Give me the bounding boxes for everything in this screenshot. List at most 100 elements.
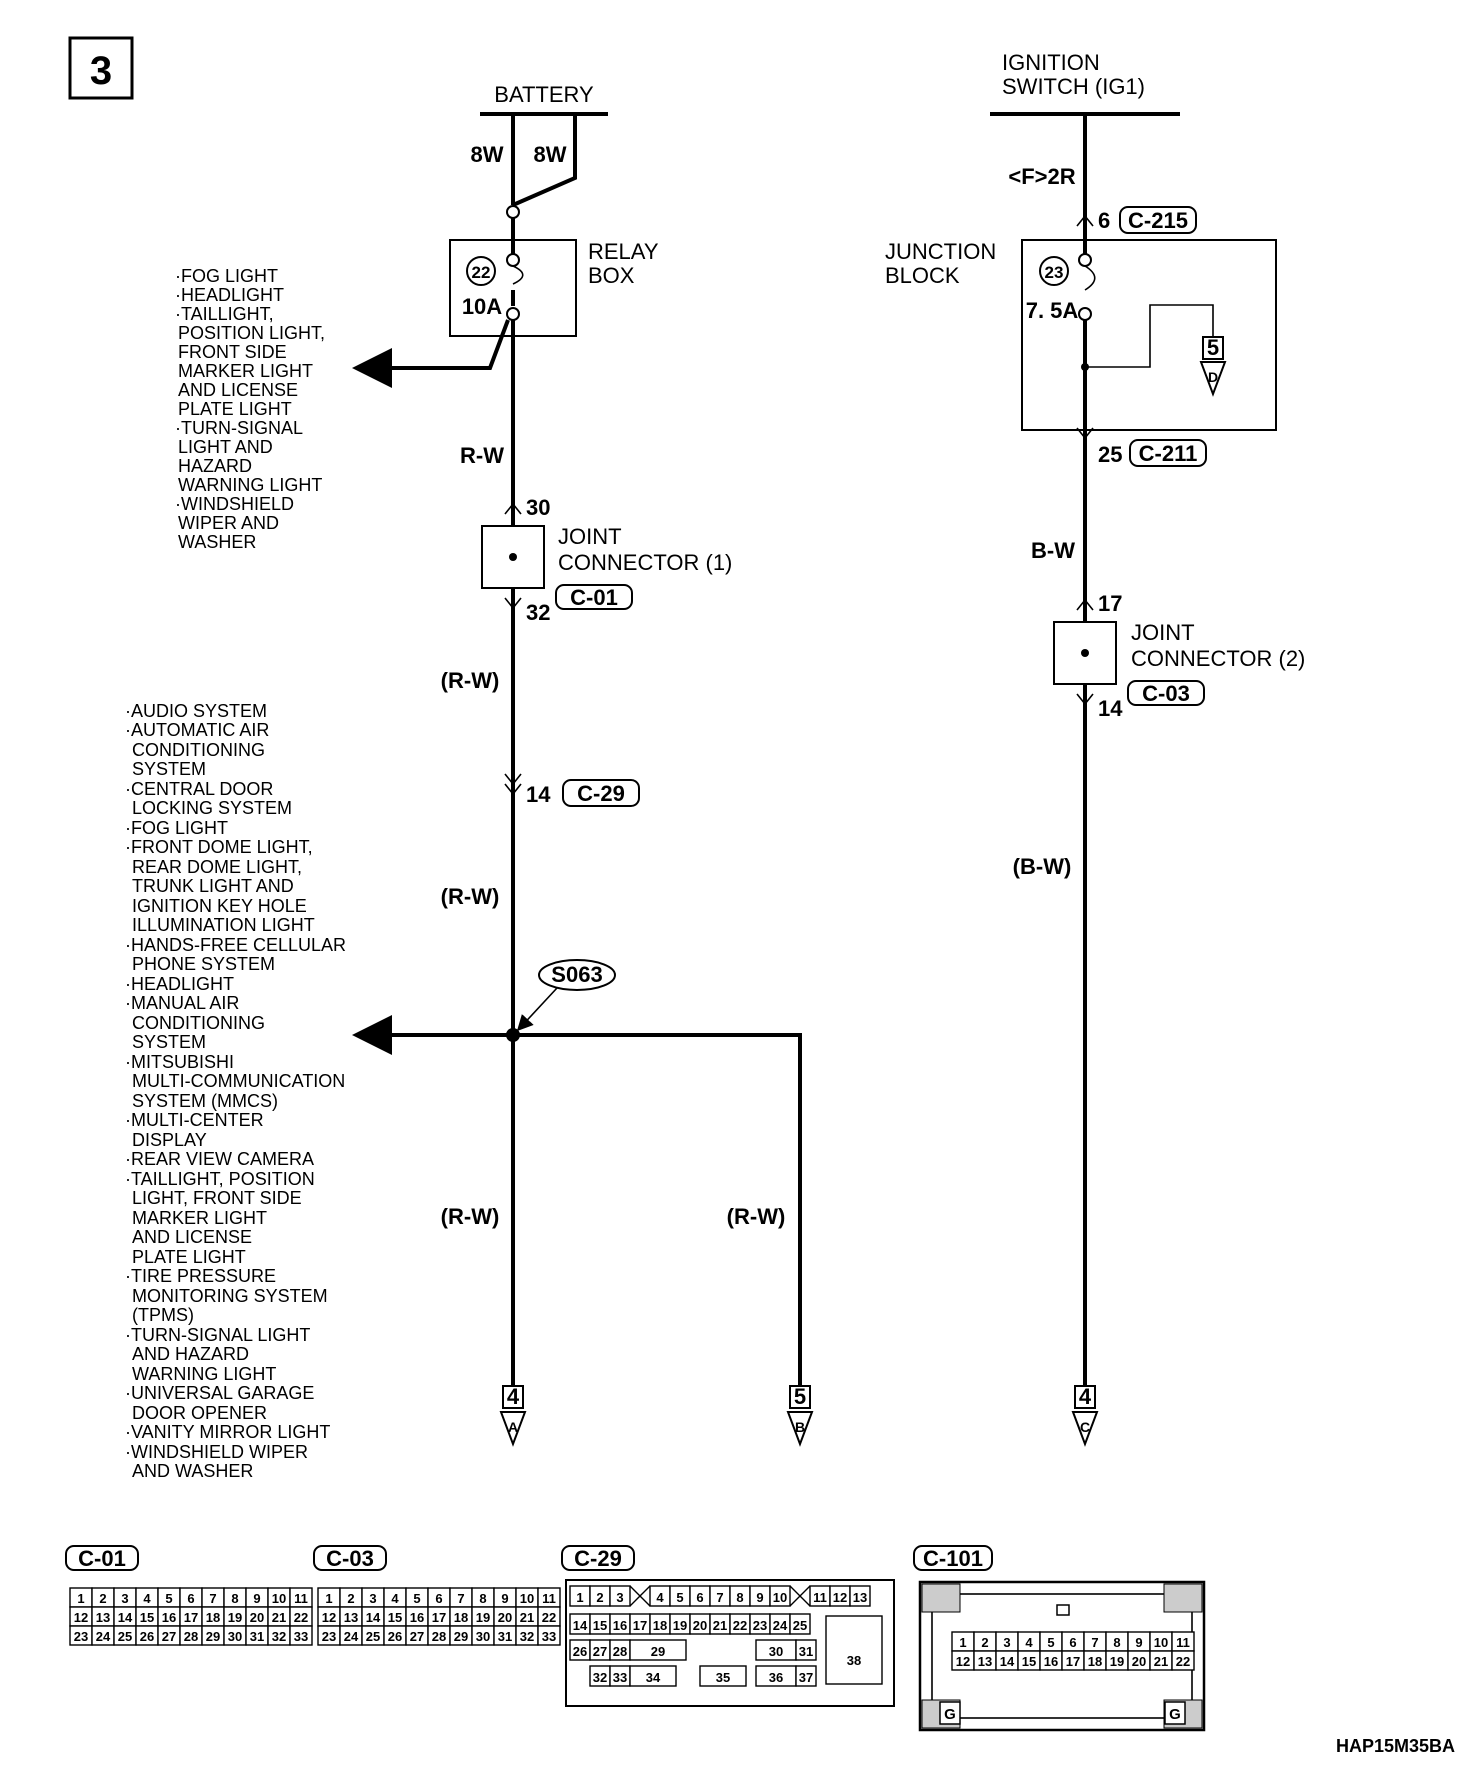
c29-pin-label: 35 bbox=[716, 1670, 730, 1685]
c101-ground-mark: G bbox=[944, 1706, 956, 1723]
splice-branch-item: ·MITSUBISHI bbox=[125, 1052, 234, 1072]
c01-pin-label: 7 bbox=[209, 1591, 216, 1606]
c211-chevron bbox=[1076, 427, 1094, 440]
page-number-box: 3 bbox=[68, 36, 134, 100]
c29-pin-label: 23 bbox=[753, 1618, 767, 1633]
splice-branch-item: ILLUMINATION LIGHT bbox=[132, 915, 315, 935]
jc2-pin-out-chevron bbox=[1076, 693, 1094, 706]
splice-branch-item: ·TIRE PRESSURE bbox=[125, 1266, 276, 1286]
splice-branch-item: WARNING LIGHT bbox=[132, 1364, 276, 1384]
relay-box-label-2: BOX bbox=[588, 263, 635, 288]
c03-pin-label: 11 bbox=[542, 1591, 556, 1606]
jc1-pin-in-chevron bbox=[504, 502, 522, 515]
splice-branch-item: MULTI-COMMUNICATION bbox=[132, 1071, 345, 1091]
jc2-label-1: JOINT bbox=[1131, 620, 1195, 645]
c29-pin-label: 21 bbox=[713, 1618, 727, 1633]
splice-branch-item: DOOR OPENER bbox=[132, 1403, 267, 1423]
c03-pin-label: 27 bbox=[410, 1629, 424, 1644]
c101-pin-label: 11 bbox=[1176, 1635, 1190, 1650]
c01-view-code-box bbox=[65, 1545, 139, 1571]
c29-pin-label: 29 bbox=[651, 1644, 665, 1659]
c215-code-box bbox=[1119, 206, 1197, 234]
jc1-label-1: JOINT bbox=[558, 524, 622, 549]
c211-code: C-211 bbox=[1139, 441, 1198, 466]
c29-pin-label: 26 bbox=[573, 1644, 587, 1659]
c03-pin-label: 26 bbox=[388, 1629, 402, 1644]
ignition-switch-label-1: IGNITION bbox=[1002, 50, 1100, 75]
c29-pin-cell bbox=[629, 1639, 687, 1661]
terminal-c-page: 4 bbox=[1079, 1384, 1092, 1409]
c211-code-box bbox=[1129, 439, 1207, 467]
jc1-dot bbox=[509, 553, 517, 561]
jb-fuse-contact-bottom bbox=[1078, 307, 1092, 321]
c29-pin-label: 30 bbox=[769, 1644, 783, 1659]
c03-pin-label: 16 bbox=[410, 1610, 424, 1625]
c01-pin-label: 24 bbox=[96, 1629, 111, 1644]
relay-fuse-contact-bottom bbox=[506, 307, 520, 321]
ignition-switch-label-2: SWITCH (IG1) bbox=[1002, 74, 1145, 99]
c101-pin-label: 20 bbox=[1132, 1654, 1146, 1669]
c101-pin-label: 21 bbox=[1154, 1654, 1168, 1669]
terminal-a-page: 4 bbox=[507, 1384, 520, 1409]
c03-view-code-box bbox=[313, 1545, 387, 1571]
splice-branch-item: AND WASHER bbox=[132, 1461, 253, 1481]
c03-pin-label: 30 bbox=[476, 1629, 490, 1644]
c29-pin-label: 31 bbox=[799, 1644, 813, 1659]
fuse-top-contact bbox=[506, 205, 520, 219]
page-number: 3 bbox=[90, 49, 112, 93]
relay-branch-item: WARNING LIGHT bbox=[178, 475, 322, 495]
c03-pin-label: 6 bbox=[435, 1591, 442, 1606]
c01-pin-label: 29 bbox=[206, 1629, 220, 1644]
fuse-icon bbox=[512, 265, 524, 285]
c29-code-box bbox=[562, 779, 640, 807]
c01-pin-label: 20 bbox=[250, 1610, 264, 1625]
c29-pin-cell bbox=[769, 1585, 791, 1607]
splice-branch-item: ·MULTI-CENTER bbox=[125, 1110, 264, 1130]
c29-pin-label: 12 bbox=[833, 1590, 847, 1605]
c101-pin-label: 19 bbox=[1110, 1654, 1124, 1669]
c29-pin-label: 8 bbox=[736, 1590, 743, 1605]
c03-pin-label: 20 bbox=[498, 1610, 512, 1625]
c03-pin-label: 14 bbox=[366, 1610, 381, 1625]
jc2-pin-in: 17 bbox=[1098, 591, 1122, 616]
splice-label: S063 bbox=[551, 962, 602, 987]
relay-branch-item: FRONT SIDE bbox=[178, 342, 287, 362]
jc1-pin-out-chevron bbox=[504, 597, 522, 610]
c29-pin-label: 34 bbox=[646, 1670, 661, 1685]
terminal-c-triangle-icon bbox=[1071, 1411, 1099, 1447]
terminal-a: 4 A bbox=[499, 1384, 527, 1447]
c03-pin-label: 8 bbox=[479, 1591, 486, 1606]
c01-pin-label: 18 bbox=[206, 1610, 220, 1625]
terminal-b-letter: B bbox=[795, 1419, 805, 1435]
relay-branch-item: HAZARD bbox=[178, 456, 252, 476]
c03-pin-label: 19 bbox=[476, 1610, 490, 1625]
splice-branch-item: PHONE SYSTEM bbox=[132, 954, 275, 974]
c29-pin-label: 37 bbox=[799, 1670, 813, 1685]
splice-branch-item: AND HAZARD bbox=[132, 1344, 249, 1364]
c01-pin-label: 23 bbox=[74, 1629, 88, 1644]
relay-fuse-rating: 10A bbox=[462, 294, 502, 319]
c01-view-code: C-01 bbox=[78, 1546, 126, 1571]
wire-bw-label: B-W bbox=[1031, 538, 1075, 563]
splice-branch-item: DISPLAY bbox=[132, 1130, 207, 1150]
c01-pin-label: 27 bbox=[162, 1629, 176, 1644]
ig-wire-label: <F>2R bbox=[1008, 164, 1075, 189]
jc2-pin-out: 14 bbox=[1098, 696, 1123, 721]
c01-pin-label: 14 bbox=[118, 1610, 133, 1625]
jb-fuse-rating: 7. 5A bbox=[1026, 298, 1079, 323]
jb-fuse-number-circle bbox=[1039, 256, 1069, 286]
c01-pin-label: 33 bbox=[294, 1629, 308, 1644]
c101-pin-label: 13 bbox=[978, 1654, 992, 1669]
splice-branch-item: PLATE LIGHT bbox=[132, 1247, 246, 1267]
c101-housing bbox=[918, 1580, 1206, 1732]
splice-label-ellipse bbox=[538, 959, 616, 991]
c29-pin-label: 9 bbox=[756, 1590, 763, 1605]
splice-branch-item: AND LICENSE bbox=[132, 1227, 252, 1247]
c101-ground-right bbox=[1164, 1701, 1186, 1725]
c101-ground-mark: G bbox=[1169, 1706, 1181, 1723]
c03-pin-label: 10 bbox=[520, 1591, 534, 1606]
c01-pin-label: 13 bbox=[96, 1610, 110, 1625]
wire-bw-paren-label: (B-W) bbox=[1013, 854, 1072, 879]
